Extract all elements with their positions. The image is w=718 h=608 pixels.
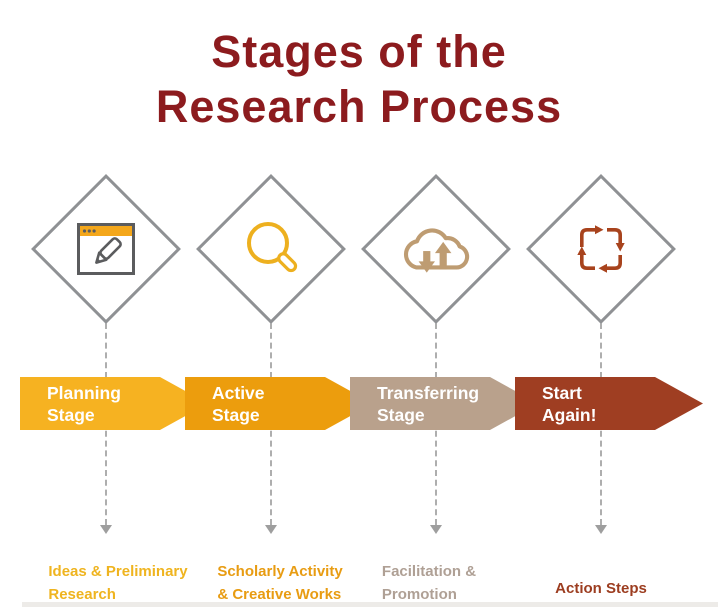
banner-planning-line2: Stage [47,404,95,425]
banner-active-stage: Active Stage [185,377,373,430]
banner-start-again-line1: Start [542,382,582,403]
icon-box-start-again [557,209,645,289]
connector-arrowhead-icon [430,525,442,534]
label-action-steps: Action Steps [555,577,647,600]
label-line: Research [48,586,116,603]
browser-edit-icon [77,223,135,275]
label-facilitation-promotion: Facilitation & Promotion [382,560,476,606]
slide-bottom-edge [22,602,718,607]
cloud-transfer-icon [404,228,470,273]
page-title-line2: Research Process [155,81,563,132]
connector-arrowhead-icon [595,525,607,534]
banner-active-line2: Stage [212,404,260,425]
page-title: Stages of the Research Process [0,24,718,134]
banner-start-again-line2: Again! [542,404,597,425]
banner-active-line1: Active [212,382,265,403]
label-line: Ideas & Preliminary [48,563,188,580]
label-scholarly-activity: Scholarly Activity & Creative Works [217,560,342,606]
banner-transferring-stage: Transferring Stage [350,377,538,430]
banner-planning-line1: Planning [47,382,121,403]
banner-transferring-line1: Transferring [377,382,480,403]
label-line: Promotion [381,586,457,603]
label-ideas-preliminary-research: Ideas & Preliminary Research [48,560,187,606]
icon-box-active [227,209,315,289]
page-title-line1: Stages of the [211,26,507,77]
icon-box-planning [62,209,150,289]
label-line: Action Steps [555,580,647,597]
cycle-icon [577,225,625,273]
label-line: & Creative Works [217,586,342,603]
banner-start-again: Start Again! [515,377,703,430]
banner-planning-stage: Planning Stage [20,377,208,430]
icon-box-transferring [392,209,480,289]
connector-arrowhead-icon [265,525,277,534]
banner-transferring-line2: Stage [377,404,425,425]
connector-arrowhead-icon [100,525,112,534]
search-icon [247,222,298,273]
label-line: Facilitation & [381,563,477,580]
label-line: Scholarly Activity [217,563,343,580]
